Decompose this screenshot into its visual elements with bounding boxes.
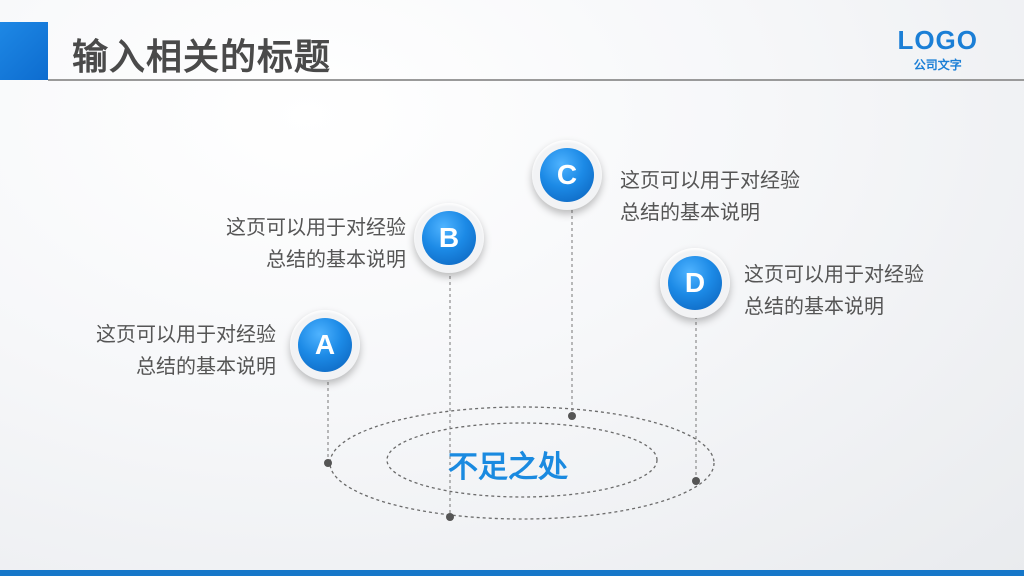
node-b-line1: 这页可以用于对经验 <box>226 215 406 239</box>
inner-orbit <box>386 422 658 498</box>
logo-company-text: 公司文字 <box>913 58 962 72</box>
node-a-line1: 这页可以用于对经验 <box>96 322 276 346</box>
title-accent-block <box>0 22 48 80</box>
node-a: A <box>290 310 360 380</box>
anchor-dot-a <box>324 459 332 467</box>
node-d: D <box>660 248 730 318</box>
node-a-letter: A <box>298 318 352 372</box>
node-b: B <box>414 203 484 273</box>
node-c: C <box>532 140 602 210</box>
node-b-line2: 总结的基本说明 <box>266 247 406 271</box>
node-d-line1: 这页可以用于对经验 <box>744 262 924 286</box>
anchor-dot-c <box>568 412 576 420</box>
bottom-accent-bar <box>0 570 1024 576</box>
node-d-description: 这页可以用于对经验 总结的基本说明 <box>744 258 924 322</box>
logo: LOGO 公司文字 <box>897 26 978 73</box>
anchor-dot-d <box>692 477 700 485</box>
node-b-description: 这页可以用于对经验 总结的基本说明 <box>226 211 406 275</box>
node-d-line2: 总结的基本说明 <box>744 294 884 318</box>
node-c-letter: C <box>540 148 594 202</box>
node-c-description: 这页可以用于对经验 总结的基本说明 <box>620 164 800 228</box>
outer-orbit <box>329 406 715 520</box>
node-a-description: 这页可以用于对经验 总结的基本说明 <box>96 318 276 382</box>
node-c-line2: 总结的基本说明 <box>620 200 760 224</box>
title-divider <box>48 79 1024 81</box>
node-d-letter: D <box>668 256 722 310</box>
node-c-line1: 这页可以用于对经验 <box>620 168 800 192</box>
node-b-letter: B <box>422 211 476 265</box>
node-a-line2: 总结的基本说明 <box>136 354 276 378</box>
logo-text: LOGO <box>897 25 978 55</box>
center-label: 不足之处 <box>448 450 568 485</box>
page-title: 输入相关的标题 <box>72 37 332 78</box>
anchor-dot-b <box>446 513 454 521</box>
